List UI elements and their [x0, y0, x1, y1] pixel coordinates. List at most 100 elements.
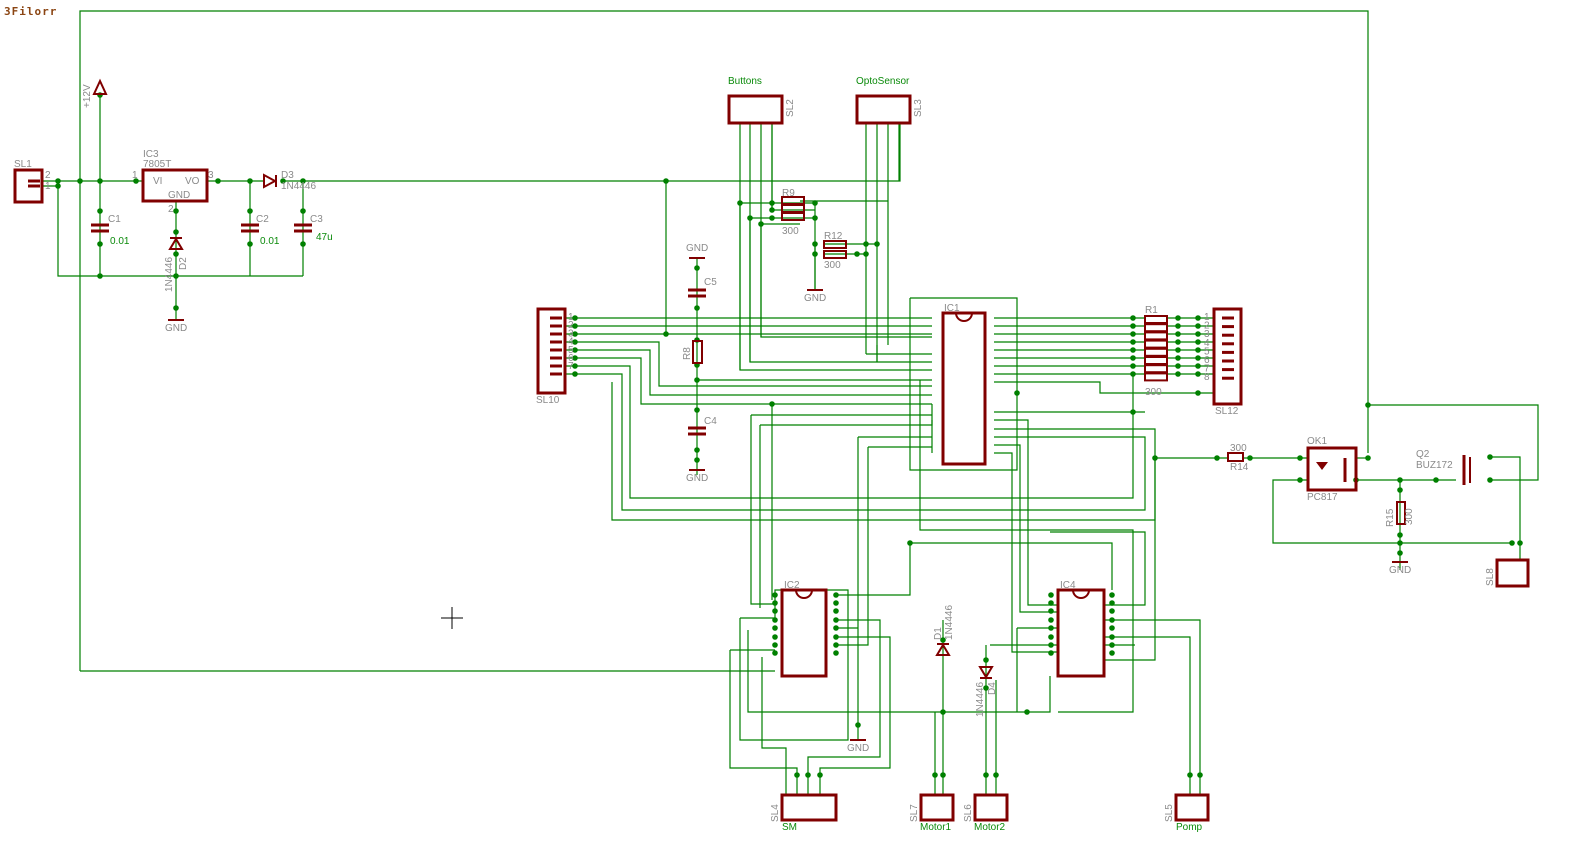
ic2-label: IC2 — [784, 580, 800, 591]
junction-dot — [694, 305, 700, 311]
junction-dot — [1130, 355, 1136, 361]
wire — [747, 630, 1051, 713]
wire — [836, 543, 911, 596]
sl1-label: SL1 — [14, 159, 32, 170]
wire — [42, 185, 303, 277]
junction-dot — [1397, 532, 1403, 538]
junction-dot — [1195, 331, 1201, 337]
junction-dot — [1152, 455, 1158, 461]
junction-dot — [805, 772, 811, 778]
junction-dot — [97, 178, 103, 184]
junction-dot — [855, 722, 861, 728]
junction-dot — [817, 772, 823, 778]
sl12-pin: 2 — [1204, 321, 1210, 332]
r12-label: R12 — [824, 231, 843, 242]
resistor-array-r1 — [1144, 323, 1168, 333]
ok1-label: OK1 — [1307, 436, 1327, 447]
junction-dot — [247, 208, 253, 214]
junction-dot — [1175, 355, 1181, 361]
resistor-array-r1 — [1144, 372, 1168, 382]
d1-label: D1 — [933, 627, 944, 640]
junction-dot — [812, 241, 818, 247]
wire — [1368, 404, 1539, 481]
junction-dot — [1014, 390, 1020, 396]
junction-dot — [694, 265, 700, 271]
wire — [565, 365, 1134, 499]
sl3-label: SL3 — [913, 99, 924, 117]
junction-dot — [173, 251, 179, 257]
junction-dot — [1397, 550, 1403, 556]
wire — [739, 203, 932, 371]
sl12-pin: 6 — [1204, 355, 1210, 366]
junction-dot — [1130, 315, 1136, 321]
junction-dot — [1130, 331, 1136, 337]
junction-dot — [983, 772, 989, 778]
sl10-pin: 3 — [568, 328, 574, 339]
ic4-chip — [1056, 588, 1106, 678]
gnd-label: GND — [847, 743, 869, 754]
ic1-chip — [941, 311, 987, 466]
junction-dot — [300, 178, 306, 184]
junction-dot — [1048, 617, 1054, 623]
junction-dot — [1175, 363, 1181, 369]
junction-dot — [97, 208, 103, 214]
junction-dot — [1397, 487, 1403, 493]
wire — [807, 619, 881, 795]
junction-dot — [932, 772, 938, 778]
r12-value: 300 — [824, 260, 841, 271]
c3-label: C3 — [310, 214, 323, 225]
sl12-pin: 3 — [1204, 329, 1210, 340]
resistor-r9 — [781, 212, 805, 221]
wire — [836, 447, 869, 646]
c3-value: 47u — [316, 232, 333, 243]
junction-dot — [1487, 454, 1493, 460]
wire — [909, 297, 1018, 471]
sl2-label: SL2 — [785, 99, 796, 117]
connector-sl12 — [1212, 307, 1243, 406]
junction-dot — [173, 273, 179, 279]
junction-dot — [572, 347, 578, 353]
junction-dot — [1365, 455, 1371, 461]
regulator-ic3 — [141, 168, 209, 203]
r15-value: 300 — [1404, 508, 1415, 525]
junction-dot — [772, 642, 778, 648]
ic2-chip — [780, 588, 828, 678]
resistor-array-r1 — [1144, 364, 1168, 374]
c4-label: C4 — [704, 416, 717, 427]
ic3-vi: VI — [153, 176, 162, 187]
junction-dot — [133, 178, 139, 184]
junction-dot — [1195, 347, 1201, 353]
ic2-notch — [795, 589, 813, 599]
wire — [749, 218, 932, 363]
sl5-value: Pomp — [1176, 822, 1203, 833]
wire — [565, 341, 932, 387]
junction-dot — [572, 339, 578, 345]
ic3-value: 7805T — [143, 159, 171, 170]
sl2-value: Buttons — [728, 76, 762, 87]
r15-label: R15 — [1385, 508, 1396, 527]
junction-dot — [812, 215, 818, 221]
sl4-value: SM — [782, 822, 797, 833]
resistor-r8 — [692, 340, 703, 364]
junction-dot — [1175, 315, 1181, 321]
junction-dot — [1433, 477, 1439, 483]
junction-dot — [772, 650, 778, 656]
sl10-pin: 4 — [568, 337, 574, 348]
connector-sl4 — [780, 793, 838, 822]
wire — [994, 419, 1058, 606]
r1-value: 300 — [1145, 387, 1162, 398]
junction-dot — [1197, 772, 1203, 778]
junction-dot — [772, 625, 778, 631]
junction-dot — [833, 600, 839, 606]
junction-dot — [993, 772, 999, 778]
junction-dot — [1175, 339, 1181, 345]
sl10-pin: 1 — [568, 312, 574, 323]
supply-label: +12V — [82, 84, 93, 108]
junction-dot — [1109, 592, 1115, 598]
sl7-label: SL7 — [909, 804, 920, 822]
junction-dot — [1195, 363, 1201, 369]
connector-sl10 — [536, 307, 567, 395]
junction-dot — [300, 241, 306, 247]
